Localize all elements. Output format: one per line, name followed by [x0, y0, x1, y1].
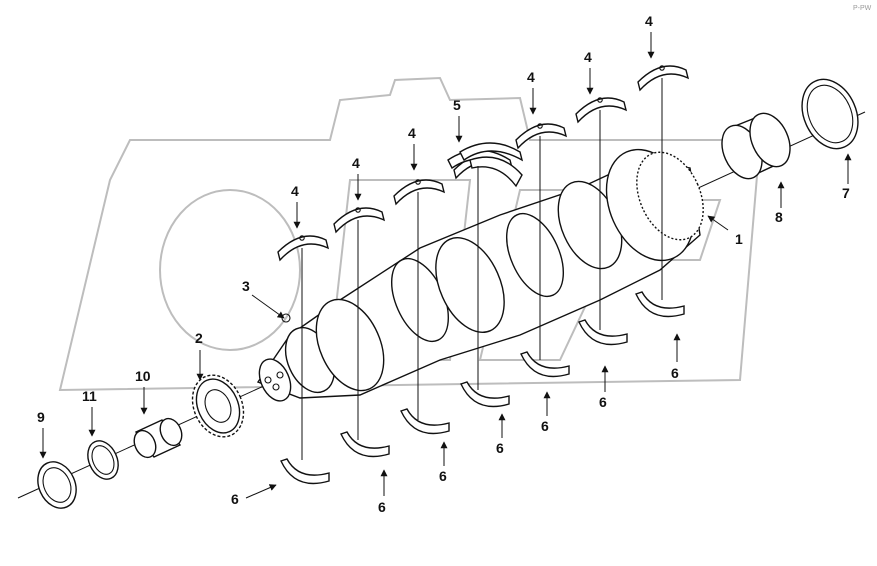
upper-bearing-shell	[637, 65, 690, 92]
callout-c4a: 4	[291, 183, 301, 229]
callout-c6d: 6	[496, 413, 506, 456]
callout-arrow-icon	[251, 294, 285, 319]
leader-lines	[301, 78, 663, 460]
callout-c4f: 4	[645, 13, 655, 59]
lower-bearing-shell	[280, 458, 330, 485]
callout-number: 6	[378, 499, 386, 515]
front-seal-part	[37, 461, 77, 509]
callout-c4e: 4	[584, 49, 594, 95]
callout-number: 4	[352, 155, 360, 171]
callout-number: 4	[645, 13, 653, 29]
rear-sleeve-part	[721, 112, 791, 180]
callout-c6e: 6	[541, 391, 551, 434]
callout-c6f: 6	[599, 365, 609, 410]
callout-c5: 5	[453, 97, 463, 143]
callout-number: 5	[453, 97, 461, 113]
callout-c8: 8	[775, 181, 785, 225]
lower-bearing-shell	[635, 291, 685, 318]
lower-bearing-shell	[460, 381, 510, 408]
callout-arrow-icon	[707, 215, 729, 231]
sleeve-part	[133, 417, 183, 459]
upper-bearing-shell	[575, 97, 628, 124]
callout-c11: 11	[82, 388, 97, 437]
callout-number: 6	[599, 394, 607, 410]
callout-number: 1	[735, 231, 743, 247]
callout-c6c: 6	[439, 441, 448, 484]
lower-bearing-shell	[340, 431, 390, 458]
callout-c9: 9	[37, 409, 47, 459]
corner-mark: P-PW	[853, 5, 872, 12]
callout-c6a: 6	[231, 484, 277, 507]
oil-hole-icon	[597, 97, 603, 103]
callout-number: 10	[135, 368, 151, 384]
upper-bearing-shells	[277, 65, 690, 262]
callout-number: 8	[775, 209, 783, 225]
callout-number: 6	[439, 468, 447, 484]
callout-number: 4	[584, 49, 592, 65]
oil-hole-icon	[537, 123, 543, 129]
callout-c4d: 4	[527, 69, 537, 115]
rear-seal-part	[801, 78, 859, 150]
callout-number: 4	[291, 183, 299, 199]
callout-c4c: 4	[408, 125, 418, 171]
crankshaft-part	[256, 148, 704, 402]
callout-c3: 3	[242, 278, 285, 319]
callout-number: 4	[527, 69, 535, 85]
lower-bearing-shell	[578, 319, 628, 346]
thrust-bearing-part	[447, 142, 524, 188]
callout-number: 11	[82, 388, 97, 404]
callout-c1: 1	[707, 215, 743, 247]
lower-bearing-shell	[520, 351, 570, 378]
upper-bearing-shell	[333, 207, 386, 234]
callout-c4b: 4	[352, 155, 362, 201]
oil-hole-icon	[355, 207, 361, 213]
callout-number: 4	[408, 125, 416, 141]
upper-bearing-shell	[393, 179, 446, 206]
callout-number: 6	[541, 418, 549, 434]
callout-c7: 7	[842, 153, 852, 201]
callout-number: 2	[195, 330, 203, 346]
lower-bearing-shell	[400, 408, 450, 435]
spacer-ring-part	[87, 440, 119, 480]
oil-hole-icon	[415, 179, 421, 185]
callout-number: 9	[37, 409, 45, 425]
callout-number: 6	[231, 491, 239, 507]
upper-bearing-shell	[277, 235, 330, 262]
callout-number: 3	[242, 278, 250, 294]
callout-arrow-icon	[245, 484, 277, 499]
oil-hole-icon	[299, 235, 305, 241]
callout-number: 6	[496, 440, 504, 456]
callout-number: 6	[671, 365, 679, 381]
callout-c2: 2	[195, 330, 204, 381]
oil-hole-icon	[659, 65, 665, 71]
lower-bearing-shells	[280, 291, 685, 485]
upper-bearing-shell	[515, 123, 568, 150]
callout-c6b: 6	[378, 469, 388, 515]
callout-c10: 10	[135, 368, 151, 415]
timing-gear-part	[191, 374, 245, 438]
callout-c6g: 6	[671, 333, 681, 381]
callout-number: 7	[842, 185, 850, 201]
